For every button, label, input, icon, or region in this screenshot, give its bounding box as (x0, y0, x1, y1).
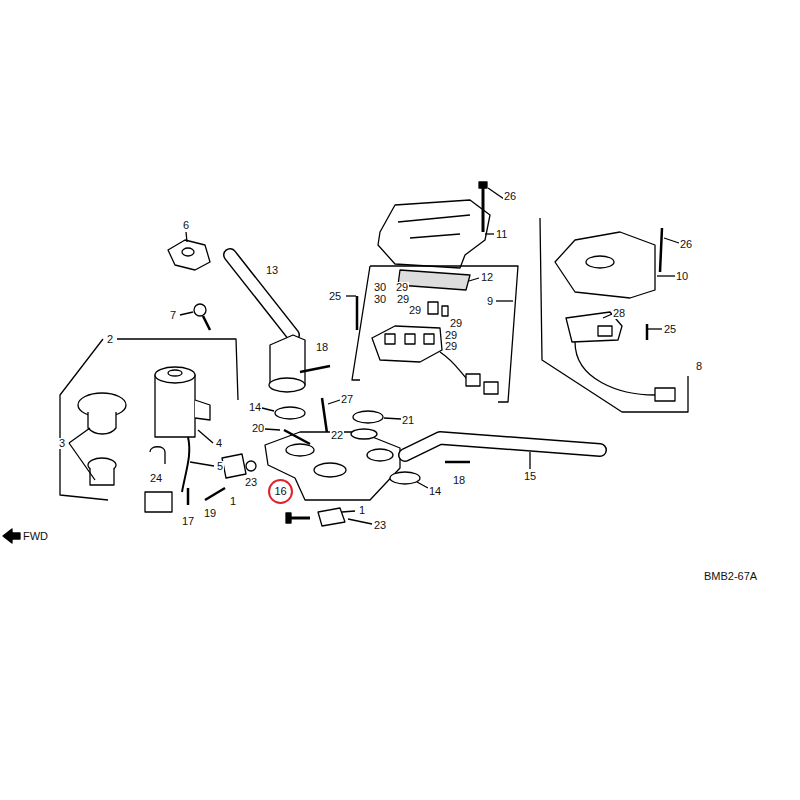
diagram-label: BMB2-67A (703, 571, 758, 582)
callout-number: 7 (169, 310, 177, 321)
callout-number: 24 (149, 473, 163, 484)
callout-number: 8 (695, 361, 703, 372)
callout-number: 20 (251, 423, 265, 434)
callout-number: 6 (182, 220, 190, 231)
callout-number: 29 (395, 282, 409, 293)
callout-number: 10 (675, 271, 689, 282)
callout-number: 23 (373, 520, 387, 531)
callout-number: 29 (449, 318, 463, 329)
callout-number: 2 (106, 334, 114, 345)
callout-number: 4 (215, 438, 223, 449)
callout-number: 26 (503, 191, 517, 202)
callout-number: 9 (486, 296, 494, 307)
callout-number: 13 (265, 265, 279, 276)
callout-number: 21 (401, 415, 415, 426)
callout-number: 25 (328, 291, 342, 302)
callout-number: 29 (408, 305, 422, 316)
callout-number: 29 (444, 330, 458, 341)
callout-number: 17 (181, 516, 195, 527)
callout-number: 15 (523, 471, 537, 482)
callout-number: 29 (396, 294, 410, 305)
callout-number: 3 (58, 438, 66, 449)
callout-number: 19 (203, 508, 217, 519)
callout-number: 30 (373, 282, 387, 293)
callout-number: 29 (444, 341, 458, 352)
callout-number: 23 (244, 477, 258, 488)
callout-number: 30 (373, 294, 387, 305)
callout-number: 27 (340, 394, 354, 405)
callout-number: 11 (495, 229, 508, 240)
callout-number: 18 (315, 342, 329, 353)
callout-number: 25 (663, 324, 677, 335)
highlight-circle: 16 (268, 479, 293, 504)
callout-number: 14 (428, 486, 442, 497)
callout-number: 28 (612, 308, 626, 319)
callout-number: 16 (274, 486, 286, 497)
callout-number: 22 (330, 430, 344, 441)
callout-number: 1 (229, 496, 237, 507)
diagram-label: FWD (22, 531, 49, 542)
callout-number: 12 (480, 272, 494, 283)
callout-number: 26 (679, 239, 693, 250)
callout-number: 14 (248, 402, 262, 413)
callout-number: 5 (216, 461, 224, 472)
callout-number: 18 (452, 475, 466, 486)
callout-number: 1 (358, 505, 366, 516)
